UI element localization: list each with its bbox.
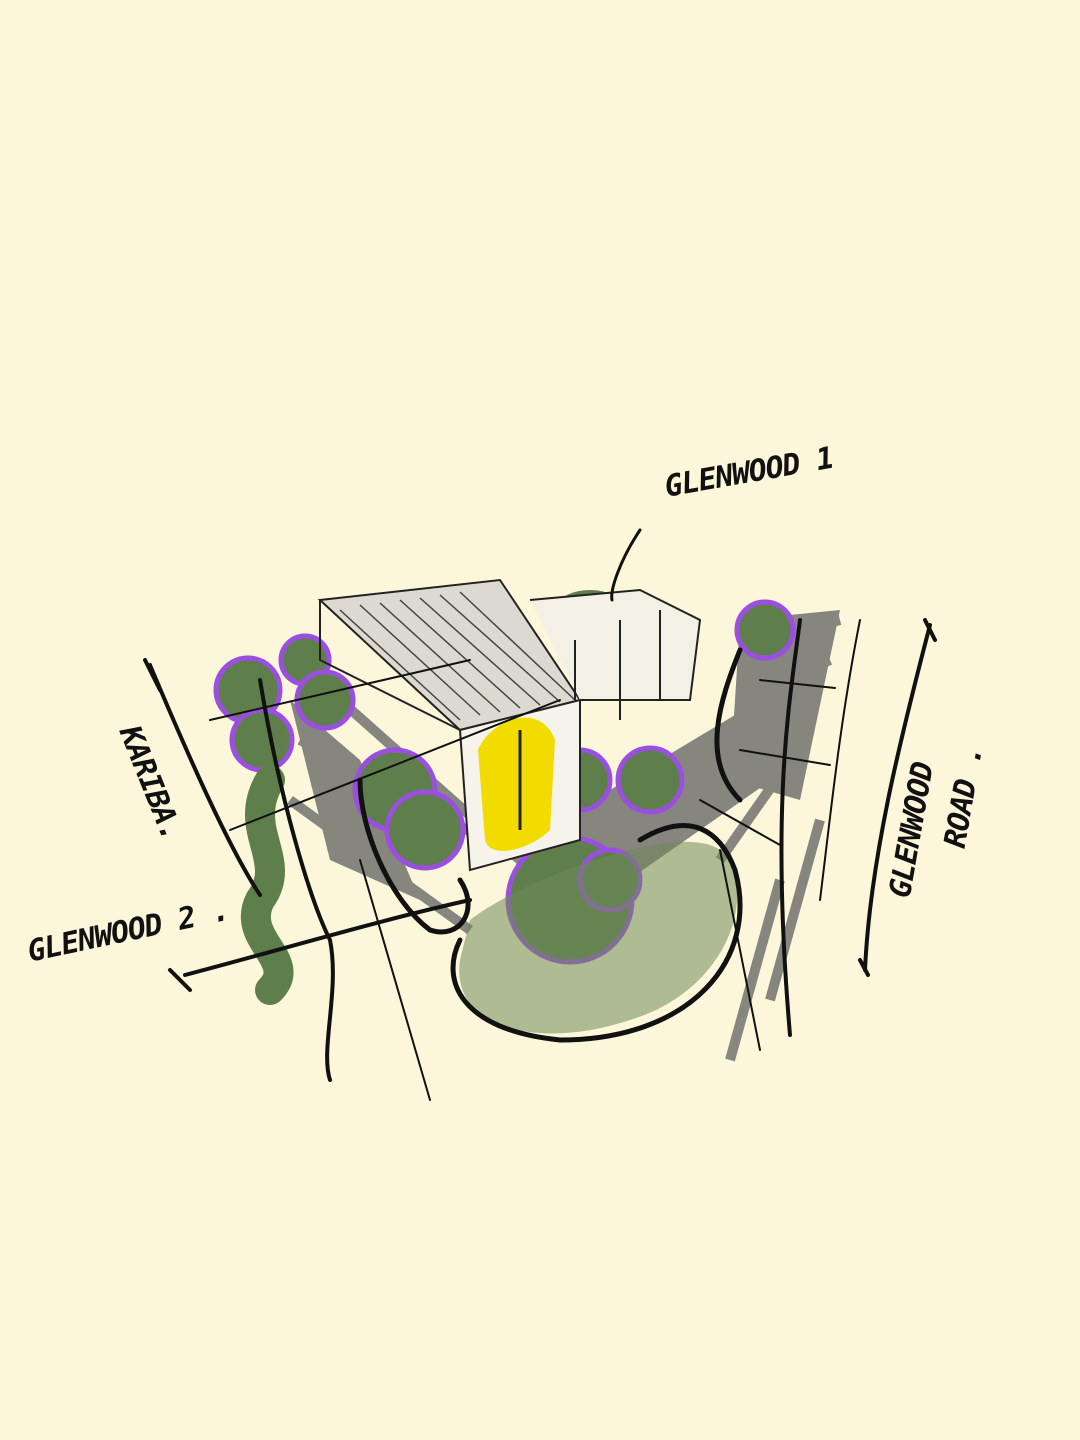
yellow-highlight [478, 717, 555, 851]
green-lawn [459, 841, 738, 1034]
ink-lines [143, 528, 937, 1101]
